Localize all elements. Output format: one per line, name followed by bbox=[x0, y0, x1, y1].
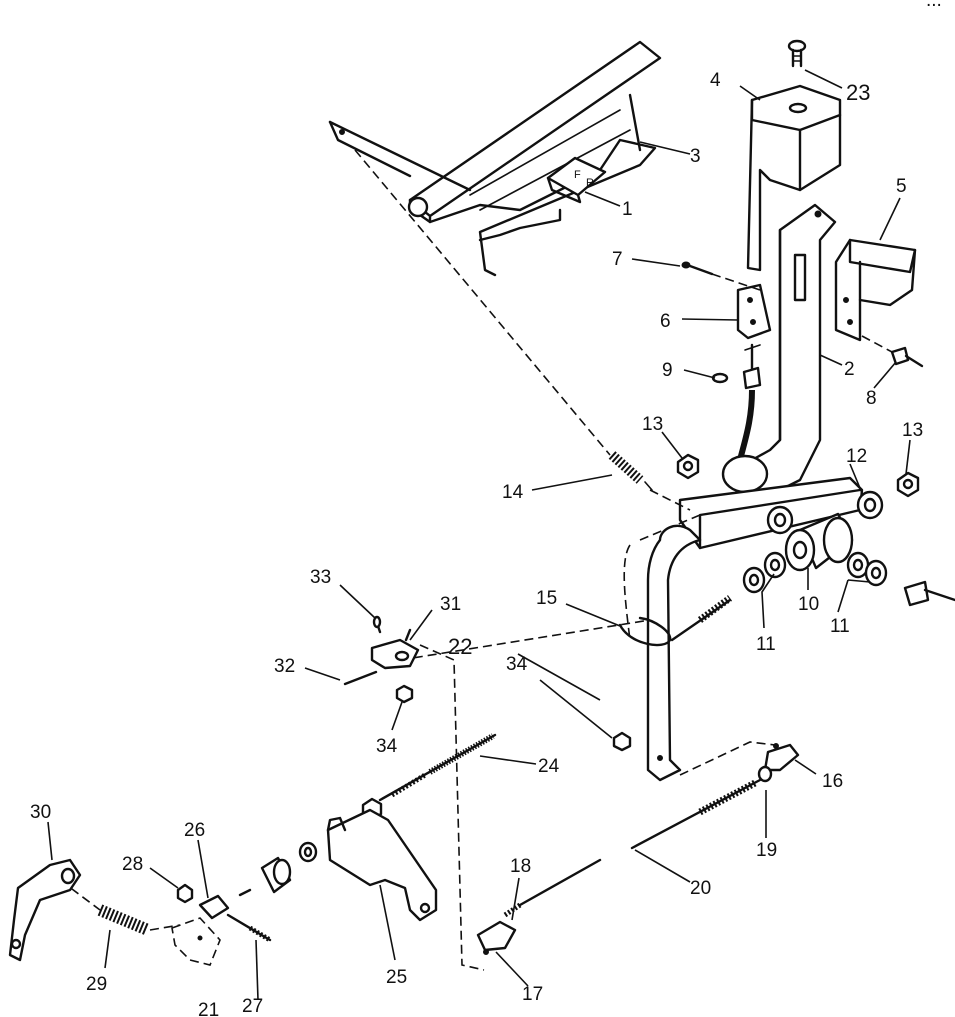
part-15-clip bbox=[618, 616, 672, 647]
part-16-rod-end bbox=[763, 743, 800, 772]
callout-27: 27 bbox=[242, 996, 263, 1017]
part-9-clip bbox=[711, 343, 762, 390]
assembly-line-16 bbox=[679, 741, 776, 776]
callout-15: 15 bbox=[536, 588, 557, 609]
callout-23: 23 bbox=[846, 80, 870, 105]
part-17-rod-end bbox=[476, 920, 517, 955]
callout-25: 25 bbox=[386, 967, 407, 988]
bolt-right bbox=[903, 580, 955, 607]
part-21-plate bbox=[171, 917, 221, 966]
corner-mark: ... bbox=[926, 0, 942, 11]
assembly-line-22b bbox=[419, 644, 485, 971]
callout-20: 20 bbox=[690, 878, 711, 899]
part-31-bracket bbox=[370, 628, 420, 670]
assembly-line-1 bbox=[354, 149, 611, 456]
callout-32: 32 bbox=[274, 656, 295, 677]
washer-25 bbox=[298, 841, 318, 863]
part-6-bracket bbox=[736, 283, 772, 340]
part-26-block bbox=[198, 894, 230, 920]
svg-text:R: R bbox=[586, 177, 594, 189]
callout-1: 1 bbox=[622, 199, 633, 220]
part-29-spring bbox=[97, 904, 151, 936]
cable bbox=[737, 389, 755, 461]
callout-33: 33 bbox=[310, 567, 331, 588]
callout-14: 14 bbox=[502, 482, 524, 503]
callout-3: 3 bbox=[690, 146, 701, 167]
part-27-pin bbox=[226, 913, 272, 943]
callout-6: 6 bbox=[660, 311, 671, 332]
callout-28: 28 bbox=[122, 854, 143, 875]
callout-11b: 11 bbox=[830, 616, 850, 637]
callout-34b: 34 bbox=[506, 654, 528, 675]
part-5-socket bbox=[834, 238, 917, 342]
part-13-nut-left bbox=[676, 453, 700, 480]
callout-26: 26 bbox=[184, 820, 205, 841]
part-8-bolt bbox=[861, 335, 924, 368]
part-32-cotter bbox=[343, 670, 378, 686]
callout-11a: 11 bbox=[756, 634, 776, 655]
part-34-nut-left bbox=[395, 684, 414, 704]
shift-arm bbox=[623, 514, 702, 782]
callout-22: 22 bbox=[448, 634, 472, 659]
callout-30: 30 bbox=[30, 802, 51, 823]
part-14-spring bbox=[608, 451, 653, 491]
callout-2: 2 bbox=[844, 359, 855, 380]
bushing-25 bbox=[238, 856, 292, 897]
callout-13b: 13 bbox=[902, 420, 923, 441]
callout-31: 31 bbox=[440, 594, 461, 615]
callout-34a: 34 bbox=[376, 736, 398, 757]
callout-17: 17 bbox=[522, 984, 543, 1005]
assembly-line-22a bbox=[399, 619, 651, 661]
part-12-washer-left bbox=[766, 505, 794, 535]
part-12-washer bbox=[856, 490, 884, 520]
part-11-washers-left bbox=[742, 551, 787, 594]
callout-19: 19 bbox=[756, 840, 777, 861]
assembly-line-21 bbox=[149, 924, 181, 931]
callout-4: 4 bbox=[710, 70, 721, 91]
svg-text:F: F bbox=[574, 169, 581, 181]
callout-21: 21 bbox=[198, 1000, 219, 1017]
callout-29: 29 bbox=[86, 974, 107, 995]
callout-16: 16 bbox=[822, 771, 843, 792]
callout-12: 12 bbox=[846, 446, 867, 467]
callout-5: 5 bbox=[896, 176, 907, 197]
part-19-nut bbox=[757, 765, 773, 783]
part-28-nut bbox=[176, 883, 194, 904]
part-10-bushing bbox=[784, 512, 854, 572]
cable-loop bbox=[721, 454, 769, 494]
callout-labels: 1 2 3 4 5 6 7 8 9 10 11 11 12 13 13 14 1… bbox=[30, 70, 923, 1017]
part-4-handle-cap bbox=[746, 84, 842, 272]
callout-24: 24 bbox=[538, 756, 560, 777]
part-11-washers-right bbox=[846, 551, 888, 587]
part-33-pin bbox=[372, 615, 382, 634]
part-23-screw bbox=[787, 39, 807, 68]
part-24-rod bbox=[378, 733, 497, 802]
callout-8: 8 bbox=[866, 388, 877, 409]
part-20-rod bbox=[503, 778, 762, 918]
part-25-plate bbox=[326, 808, 438, 922]
callout-18: 18 bbox=[510, 856, 531, 877]
callout-13a: 13 bbox=[642, 414, 663, 435]
part-1-tab: F R bbox=[546, 156, 607, 204]
assembly-line-2 bbox=[649, 489, 691, 511]
callout-9: 9 bbox=[662, 360, 673, 381]
leader-lines bbox=[47, 69, 911, 1001]
part-30-lever bbox=[8, 858, 82, 962]
part-34-nut-right bbox=[612, 731, 632, 752]
callout-7: 7 bbox=[612, 249, 623, 270]
part-7-pin bbox=[681, 261, 761, 291]
callout-10: 10 bbox=[798, 594, 819, 615]
part-13-nut-right bbox=[896, 471, 920, 498]
part-3-mount-bracket bbox=[328, 40, 662, 277]
